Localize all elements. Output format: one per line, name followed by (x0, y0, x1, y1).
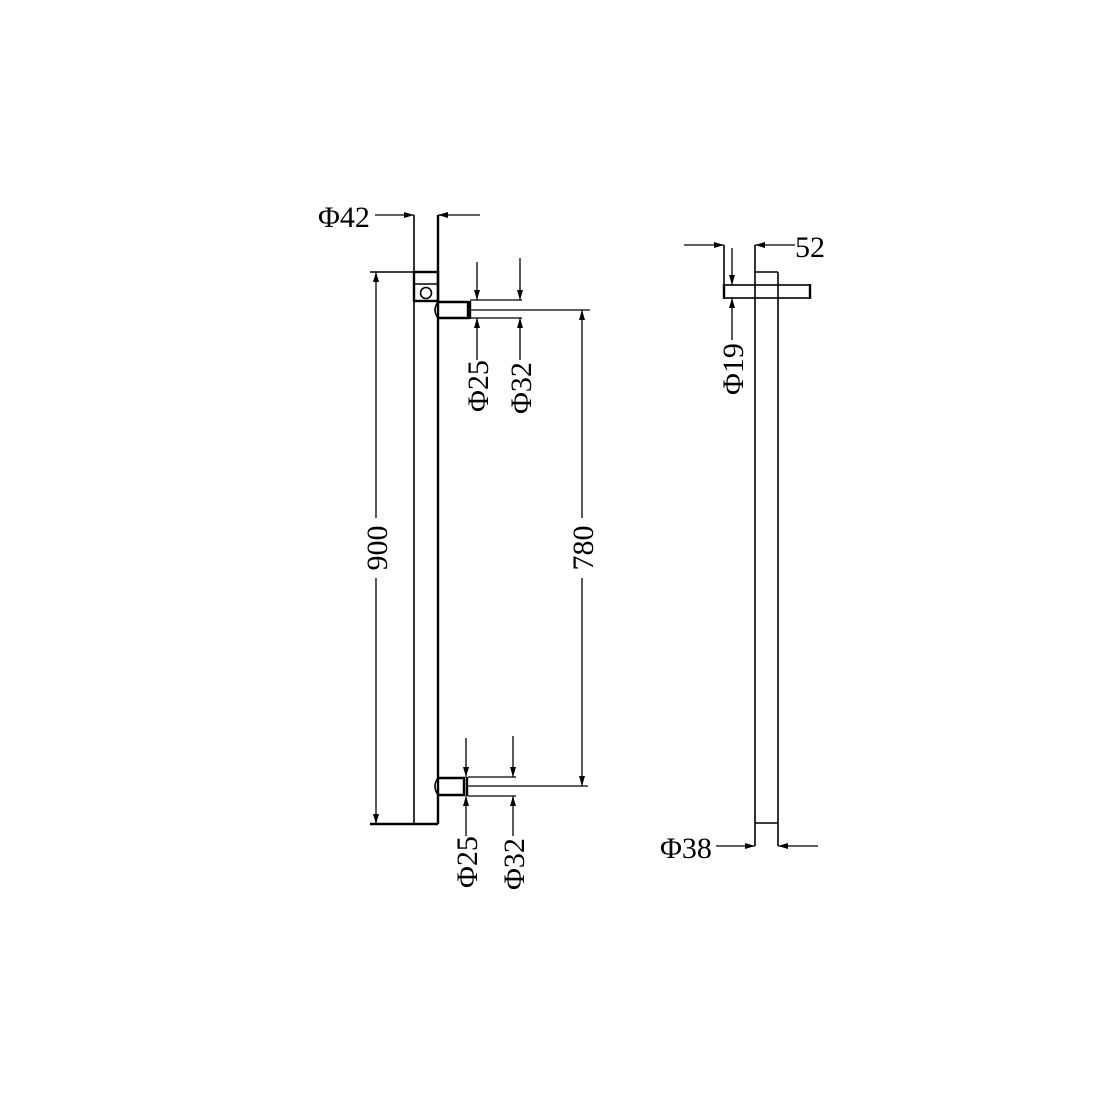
dimension-side-tube-diameter: Φ38 (660, 832, 818, 865)
dimension-top-bracket-outer: Φ32 (505, 258, 538, 414)
bottom-bracket (434, 776, 588, 797)
dimension-label: 900 (361, 526, 394, 571)
dimension-post-diameter: Φ19 (717, 248, 750, 395)
dimension-label: Φ32 (505, 362, 538, 414)
dimension-bottom-bracket-outer: Φ32 (498, 736, 531, 890)
dimension-label: Φ19 (717, 343, 750, 395)
dimension-bottom-bracket-inner: Φ25 (451, 738, 484, 888)
dimension-tube-diameter: Φ42 (318, 201, 480, 234)
front-view: Φ42 900 780 Φ25 Φ32 (318, 201, 600, 890)
top-end-cap (412, 270, 440, 303)
dimension-label: Φ32 (498, 838, 531, 890)
dimension-overall-height: 900 (361, 272, 394, 824)
dimension-top-bracket-inner: Φ25 (462, 262, 495, 412)
side-tube (754, 245, 779, 846)
dimension-label: 780 (567, 526, 600, 571)
dimension-projection: 52 (684, 231, 825, 264)
side-post (722, 245, 812, 299)
dimension-label: Φ42 (318, 201, 370, 234)
dimension-label: 52 (795, 231, 825, 264)
side-view: 52 Φ19 Φ38 (660, 231, 825, 865)
dimension-label: Φ25 (462, 360, 495, 412)
dimension-bracket-spacing: 780 (567, 310, 600, 786)
dimension-label: Φ38 (660, 832, 712, 865)
dimension-label: Φ25 (451, 836, 484, 888)
top-bracket (434, 299, 590, 320)
rail-tube (370, 215, 440, 826)
